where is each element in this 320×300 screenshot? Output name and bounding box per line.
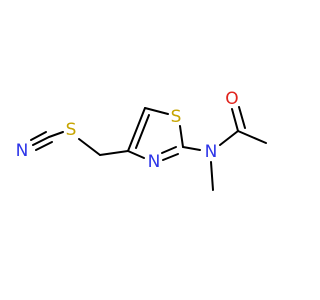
bond-c2-namide (182, 146, 201, 151)
molecule-diagram: S N N O S N (16, 89, 267, 191)
atom-nitrogen-nitrile: N (16, 141, 29, 161)
bond-carbonyl-oxygen-double (238, 106, 246, 129)
bond-c4-c5 (127, 107, 146, 152)
bond-c2-n3 (162, 153, 179, 161)
bond-s1-c2 (179, 125, 184, 148)
bond-s-c (48, 131, 64, 138)
atom-nitrogen-amide: N (205, 142, 218, 162)
bond-c2-n3-double (161, 146, 177, 154)
atom-sulfur-ring: S (171, 107, 182, 127)
bond-c-n-triple-2 (30, 131, 47, 141)
bond-c4-c5-double (135, 114, 150, 149)
bond-ch2-s (78, 138, 101, 156)
bond-namide-methyl (210, 161, 214, 191)
bond-n3-c4 (127, 150, 145, 159)
bond-c4-ch2 (99, 150, 129, 156)
bond-carbonyl-oxygen (231, 108, 239, 132)
bond-c5-s1 (144, 107, 169, 115)
atom-nitrogen-ring: N (148, 152, 161, 172)
atom-sulfur-thiocyanate: S (66, 120, 77, 140)
bond-c-n-triple-3 (35, 141, 53, 151)
bond-namide-carbonyl (219, 130, 239, 146)
bond-c-n-triple-1 (32, 136, 50, 146)
atom-oxygen: O (225, 89, 238, 109)
bond-carbonyl-methyl (237, 130, 267, 144)
